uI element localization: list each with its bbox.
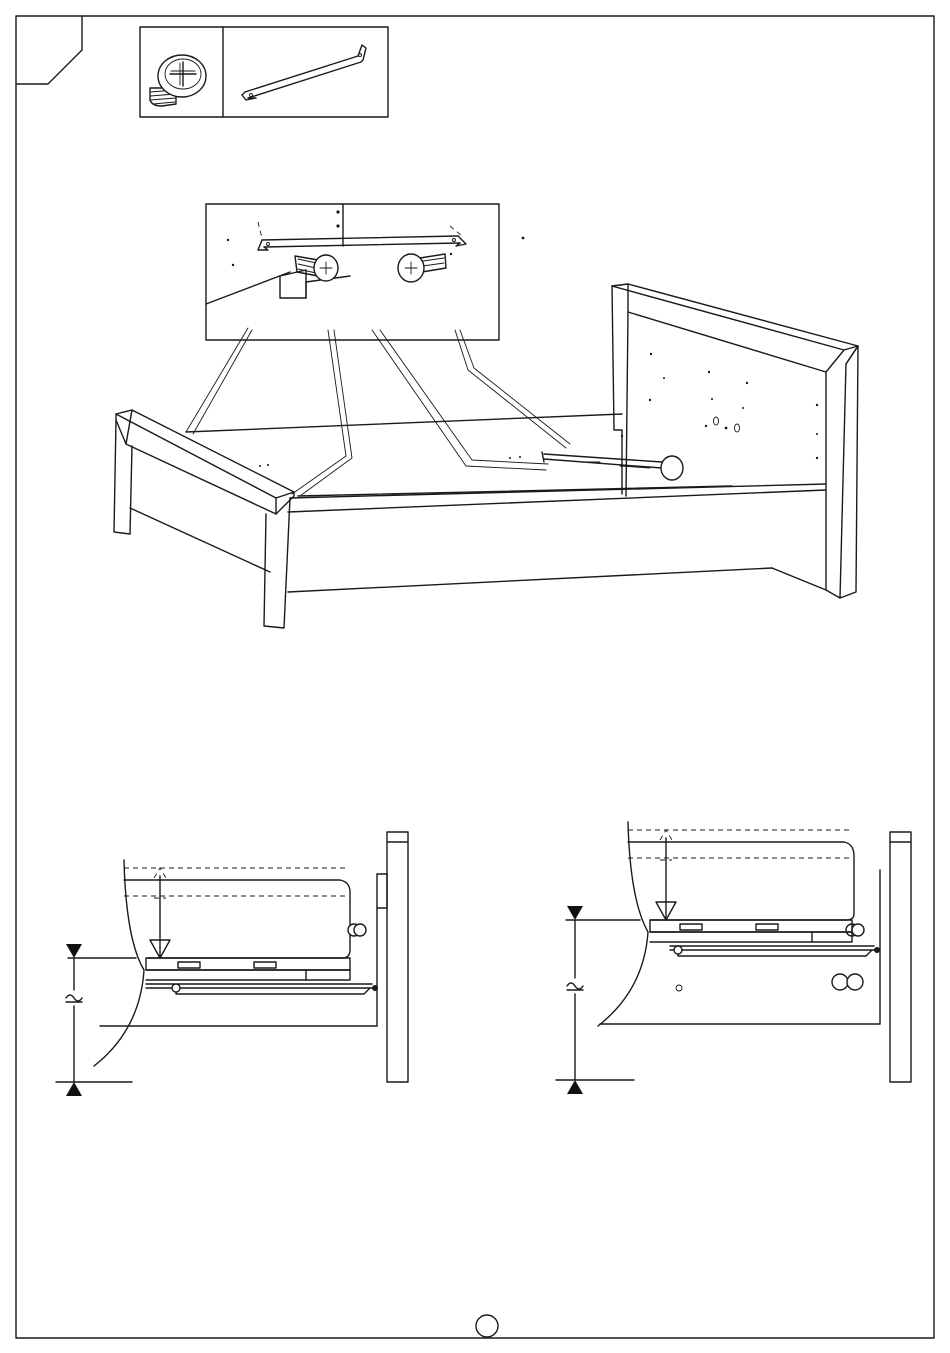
section-high-position [556, 822, 911, 1094]
section-low-position [56, 832, 408, 1096]
detail-zoom-box [206, 204, 524, 340]
bed-frame [114, 284, 858, 628]
page-border [16, 16, 934, 1338]
screw-icon [150, 55, 206, 106]
metal-strip-icon [242, 45, 366, 100]
page-number-badge [476, 1315, 498, 1337]
